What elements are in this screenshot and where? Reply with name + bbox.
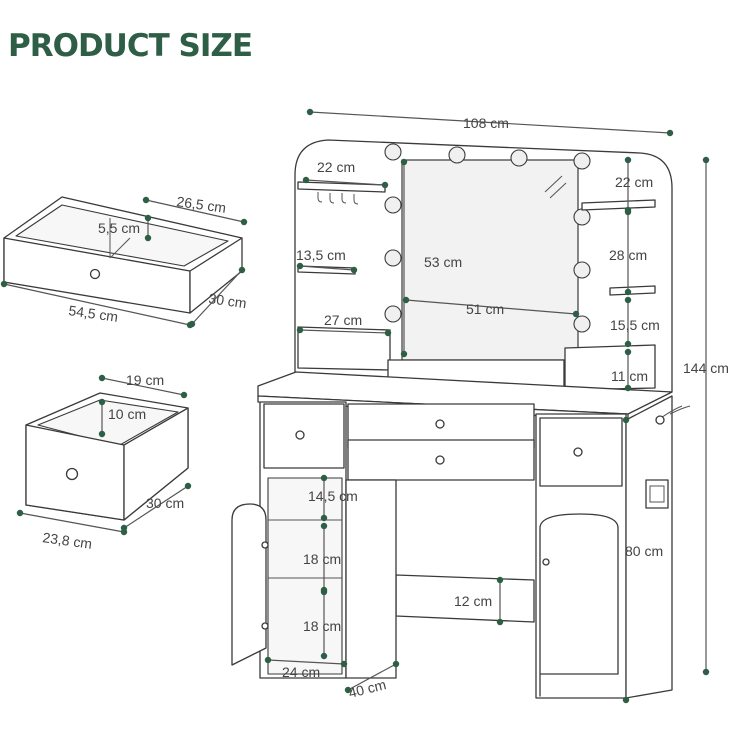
dimension-line: [145, 199, 245, 223]
shelf-left-low-label: 27 cm: [324, 312, 362, 328]
dimension-endpoint-dot: [98, 398, 106, 406]
dimension-endpoint-dot: [572, 310, 580, 318]
dimension-endpoint-dot: [624, 208, 632, 216]
dimension-endpoint-dot: [144, 234, 152, 242]
cabinet-top-gap-label: 14,5 cm: [308, 488, 358, 504]
mirror-height-label: 53 cm: [424, 254, 462, 270]
total-width-label: 108 cm: [463, 115, 509, 131]
dimension-line: [101, 377, 185, 396]
dimension-line: [305, 179, 386, 186]
dimension-lines: [0, 108, 710, 704]
dimension-line: [19, 512, 125, 533]
drawer-depth-label: 26,5 cm: [176, 193, 228, 216]
shelf-top-left-label: 22 cm: [317, 159, 355, 175]
dimension-endpoint-dot: [624, 296, 632, 304]
shelf-top-right-label: 22 cm: [615, 174, 653, 190]
dimension-endpoint-dot: [188, 320, 196, 328]
dimension-line: [309, 111, 671, 134]
dimension-endpoint-dot: [98, 374, 106, 382]
dimension-labels: 108 cm 144 cm 22 cm 22 cm 26,5 cm 5,5 cm…: [42, 115, 729, 701]
small-drawer-front-label: 23,8 cm: [42, 529, 94, 552]
dimension-endpoint-dot: [120, 528, 128, 536]
cabinet-shelf-2-label: 18 cm: [303, 618, 341, 634]
dimension-endpoint-dot: [340, 660, 348, 668]
page-title: PRODUCT SIZE: [8, 28, 253, 64]
shelf-left-mid-label: 13,5 cm: [296, 247, 346, 263]
dimension-endpoint-dot: [624, 156, 632, 164]
footrest-height-label: 12 cm: [454, 593, 492, 609]
dimension-line: [299, 265, 355, 271]
dimension-line: [3, 283, 191, 326]
dimension-endpoint-dot: [622, 416, 630, 424]
dimension-endpoint-dot: [144, 214, 152, 222]
shelf-right-low-label: 15,5 cm: [610, 317, 660, 333]
dimension-endpoint-dot: [702, 668, 710, 676]
dimension-line: [191, 269, 243, 325]
dimension-endpoint-dot: [381, 181, 389, 189]
dimension-endpoint-dot: [296, 326, 304, 334]
small-drawer-height-label: 10 cm: [108, 406, 146, 422]
dimension-endpoint-dot: [240, 218, 248, 226]
dimension-endpoint-dot: [344, 686, 352, 694]
dimension-endpoint-dot: [624, 384, 632, 392]
cabinet-shelf-1-label: 18 cm: [303, 551, 341, 567]
dimension-line: [267, 659, 345, 665]
dimension-endpoint-dot: [320, 474, 328, 482]
dimension-endpoint-dot: [306, 108, 314, 116]
base-right-gap-label: 11 cm: [611, 368, 648, 384]
dimension-endpoint-dot: [16, 509, 24, 517]
drawer-height-label: 5,5 cm: [98, 220, 140, 236]
dimension-endpoint-dot: [184, 482, 192, 490]
mirror-width-label: 51 cm: [466, 301, 504, 317]
total-height-label: 144 cm: [683, 360, 729, 376]
dimension-endpoint-dot: [320, 652, 328, 660]
drawer-width-label: 54,5 cm: [68, 302, 120, 325]
drawer-side-label: 30 cm: [208, 290, 248, 311]
dimension-endpoint-dot: [496, 618, 504, 626]
dimension-endpoint-dot: [384, 329, 392, 337]
dimension-endpoint-dot: [350, 266, 358, 274]
cabinet-width-label: 24 cm: [282, 664, 320, 680]
dimension-endpoint-dot: [622, 696, 630, 704]
dimension-endpoint-dot: [320, 522, 328, 530]
desk-height-label: 80 cm: [625, 543, 663, 559]
dimension-endpoint-dot: [264, 656, 272, 664]
dimension-endpoint-dot: [666, 129, 674, 137]
dimension-endpoint-dot: [320, 588, 328, 596]
dimension-line: [299, 329, 389, 334]
dimension-endpoint-dot: [392, 660, 400, 668]
dimension-endpoint-dot: [400, 350, 408, 358]
dimension-endpoint-dot: [296, 262, 304, 270]
dimension-endpoint-dot: [320, 514, 328, 522]
vanity-desk-illustration: [231, 139, 691, 699]
dimension-endpoint-dot: [0, 280, 8, 288]
dimension-endpoint-dot: [402, 296, 410, 304]
dimension-endpoint-dot: [702, 156, 710, 164]
dimension-line: [123, 485, 189, 529]
shelf-right-mid-label: 28 cm: [609, 247, 647, 263]
dimension-endpoint-dot: [238, 266, 246, 274]
dimension-endpoint-dot: [624, 288, 632, 296]
dimension-endpoint-dot: [142, 196, 150, 204]
dimension-endpoint-dot: [180, 391, 188, 399]
dimension-endpoint-dot: [400, 158, 408, 166]
dimension-endpoint-dot: [624, 348, 632, 356]
dimension-line: [347, 663, 397, 691]
dimension-endpoint-dot: [496, 576, 504, 584]
large-drawer-illustration: [3, 196, 243, 314]
dimension-line: [405, 299, 577, 315]
dimension-endpoint-dot: [98, 430, 106, 438]
desk-depth-label: 40 cm: [347, 676, 388, 701]
small-drawer-depth-label: 30 cm: [146, 495, 184, 511]
dimension-endpoint-dot: [624, 340, 632, 348]
small-drawer-illustration: [25, 392, 189, 521]
small-drawer-width-label: 19 cm: [126, 372, 164, 388]
dimension-endpoint-dot: [302, 176, 310, 184]
